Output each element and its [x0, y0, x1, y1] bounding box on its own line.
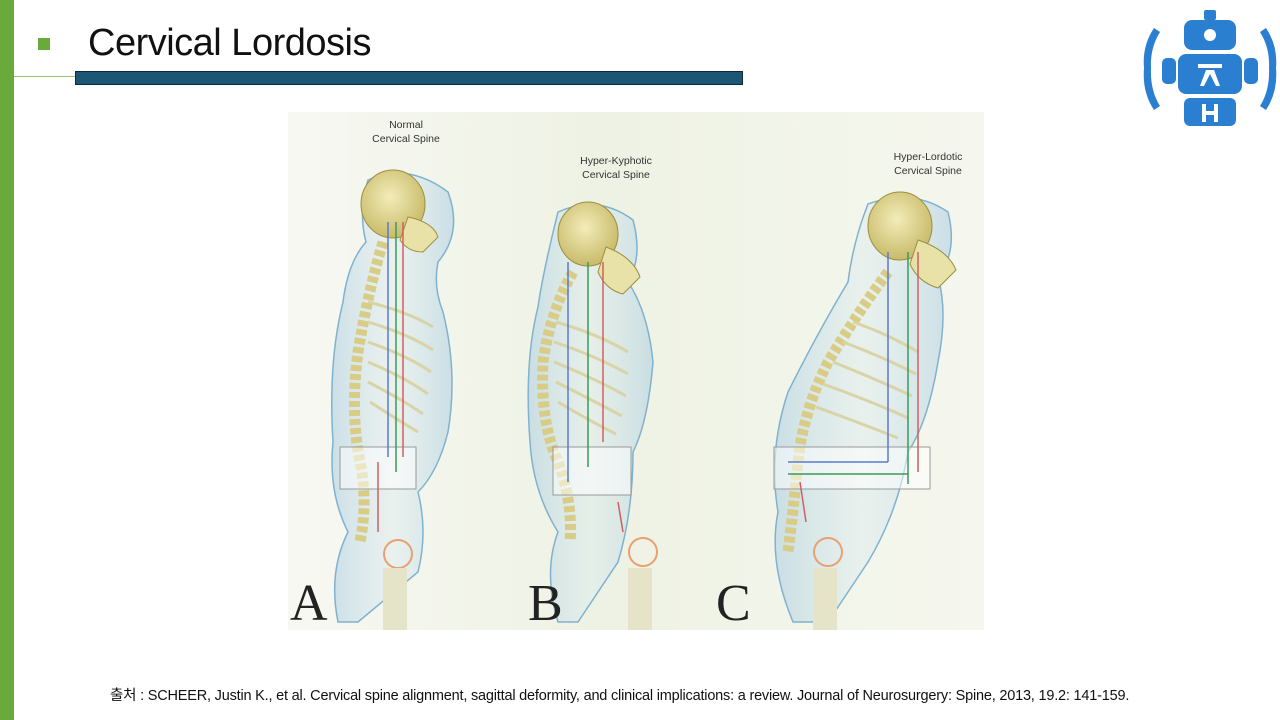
panel-a-label-line1: Normal [389, 119, 423, 131]
panel-c-label-line1: Hyper-Lordotic [894, 151, 963, 163]
square-bullet-icon [38, 38, 50, 50]
panel-a: Normal Cervical Spine A [290, 119, 455, 630]
source-citation: 출처 : SCHEER, Justin K., et al. Cervical … [110, 688, 1130, 704]
header-divider [14, 76, 76, 77]
slide-title: Cervical Lordosis [88, 22, 371, 64]
panel-b-label-line2: Cervical Spine [582, 169, 650, 181]
robot-logo-icon [1140, 6, 1280, 130]
panel-c: Hyper-Lordotic Cervical Spine C [716, 151, 962, 630]
panel-c-letter: C [716, 575, 751, 630]
panel-a-letter: A [290, 575, 328, 630]
left-accent-bar [0, 0, 14, 720]
title-underline-bar [75, 71, 743, 85]
spine-alignment-figure: Normal Cervical Spine A Hyper-Kyphotic C… [288, 112, 984, 630]
panel-b: Hyper-Kyphotic Cervical Spine B [527, 155, 658, 630]
panel-b-letter: B [528, 575, 563, 630]
panel-c-label-line2: Cervical Spine [894, 165, 962, 177]
panel-b-label-line1: Hyper-Kyphotic [580, 155, 652, 167]
panel-a-label-line2: Cervical Spine [372, 133, 440, 145]
